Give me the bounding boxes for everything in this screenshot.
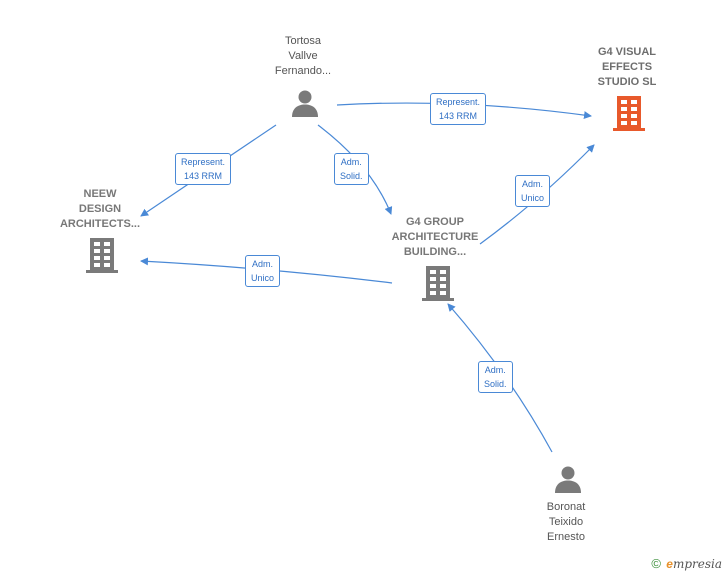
brand-name: mpresia <box>672 557 722 571</box>
node-label-line: STUDIO SL <box>597 76 657 88</box>
brand-logo-letter: e <box>666 557 673 571</box>
node-label-line: Vallve <box>288 50 318 62</box>
node-label-line: G4 VISUAL <box>597 46 657 58</box>
edge-label-line: Adm. <box>484 365 506 375</box>
node-label-line: DESIGN <box>78 203 122 215</box>
node-label-line: Fernando... <box>274 65 332 77</box>
node-label-tortosa[interactable]: Tortosa Vallve Fernando... <box>253 34 353 79</box>
edge-label-tortosa-g4visual[interactable]: Represent. 143 RRM <box>430 93 487 125</box>
edge-label-line: Represent. <box>181 157 226 167</box>
node-label-line: Ernesto <box>547 531 585 543</box>
footer-brand: © empresia <box>651 556 722 571</box>
edge-label-line: Solid. <box>340 171 363 181</box>
edge-label-line: Unico <box>521 193 545 203</box>
node-label-line: Boronat <box>546 501 586 513</box>
node-label-line: NEEW <box>83 188 117 200</box>
copyright-icon: © <box>651 556 661 571</box>
node-label-g4visual[interactable]: G4 VISUAL EFFECTS STUDIO SL <box>577 45 677 90</box>
edge-label-line: Solid. <box>484 379 507 389</box>
edge-label-line: Unico <box>251 273 275 283</box>
node-label-g4group[interactable]: G4 GROUP ARCHITECTURE BUILDING... <box>380 215 490 260</box>
edge-label-tortosa-g4group[interactable]: Adm. Solid. <box>334 153 369 185</box>
node-label-line: BUILDING... <box>403 246 467 258</box>
person-icon[interactable] <box>290 88 320 118</box>
edge-label-g4group-neew[interactable]: Adm. Unico <box>245 255 281 287</box>
node-label-line: Tortosa <box>284 35 322 47</box>
building-icon[interactable] <box>421 265 455 301</box>
edge-label-line: 143 RRM <box>439 111 478 121</box>
node-label-boronat[interactable]: Boronat Teixido Ernesto <box>516 500 616 545</box>
node-label-line: Teixido <box>548 516 584 528</box>
edge-label-line: Adm. <box>340 157 362 167</box>
node-label-neew[interactable]: NEEW DESIGN ARCHITECTS... <box>50 187 150 232</box>
person-icon[interactable] <box>553 464 583 494</box>
building-icon[interactable] <box>612 95 646 131</box>
edge-label-boronat-g4group[interactable]: Adm. Solid. <box>478 361 513 393</box>
node-label-line: ARCHITECTURE <box>391 231 479 243</box>
node-label-line: G4 GROUP <box>405 216 465 228</box>
node-label-line: ARCHITECTS... <box>59 218 141 230</box>
edge-label-line: Represent. <box>436 97 481 107</box>
node-label-line: EFFECTS <box>601 61 653 73</box>
edge-label-line: Adm. <box>252 259 274 269</box>
building-icon[interactable] <box>85 237 119 273</box>
edge-label-tortosa-neew[interactable]: Represent. 143 RRM <box>175 153 232 185</box>
edge-label-g4group-g4visual[interactable]: Adm. Unico <box>515 175 551 207</box>
edge-label-line: 143 RRM <box>184 171 223 181</box>
edge-label-line: Adm. <box>522 179 544 189</box>
